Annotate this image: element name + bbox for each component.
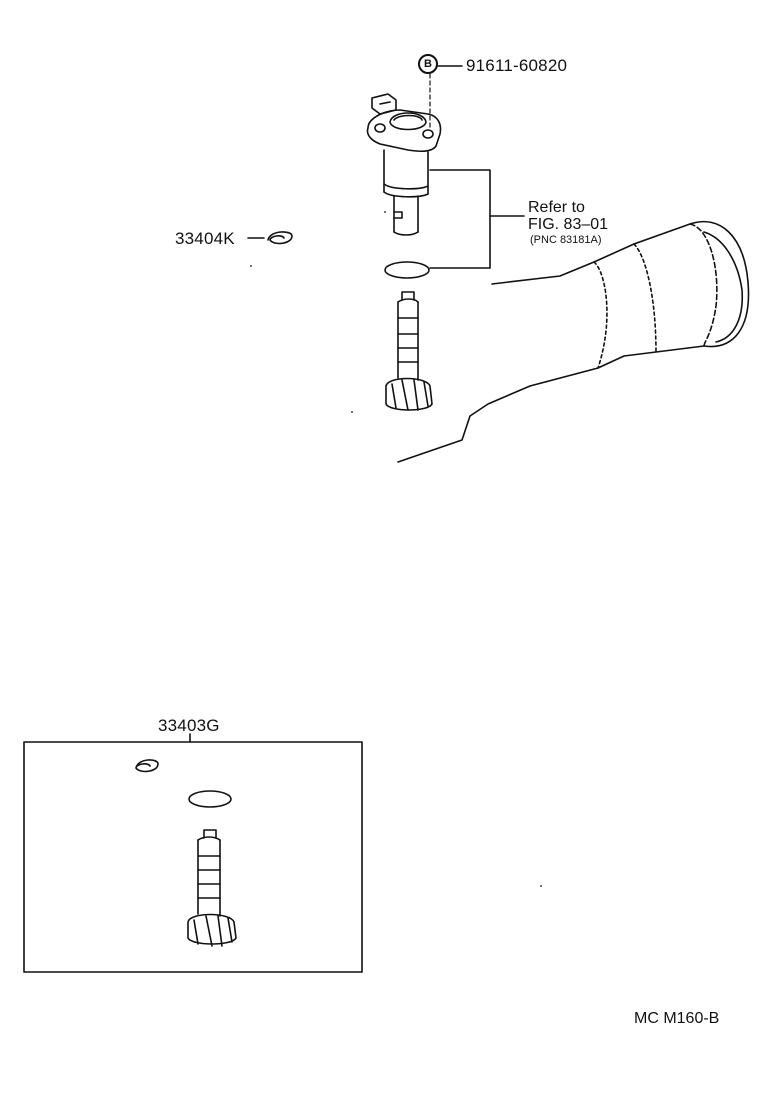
reference-line2[interactable]: FIG. 83–01 — [528, 216, 609, 233]
reference-line1: Refer to — [528, 199, 585, 216]
driven-gear-upper — [385, 291, 433, 411]
diagram-code: MC M160-B — [634, 1010, 720, 1027]
kit-box — [23, 741, 363, 973]
kit-part-number[interactable]: 33403G — [158, 716, 220, 735]
o-ring-upper — [384, 261, 430, 279]
bolt-badge-icon: B — [418, 54, 438, 74]
clip-33404k — [267, 231, 293, 245]
sensor-housing-drawing — [366, 93, 442, 236]
kit-driven-gear — [187, 829, 237, 947]
kit-clip — [135, 759, 159, 773]
reference-line3: (PNC 83181A) — [530, 234, 602, 246]
clip-part-number[interactable]: 33404K — [175, 229, 235, 248]
kit-o-ring — [188, 790, 232, 808]
bolt-badge-letter: B — [424, 58, 432, 70]
bolt-part-number[interactable]: 91611-60820 — [466, 56, 568, 75]
reference-bracket — [429, 169, 491, 269]
transmission-housing-drawing — [397, 220, 750, 463]
